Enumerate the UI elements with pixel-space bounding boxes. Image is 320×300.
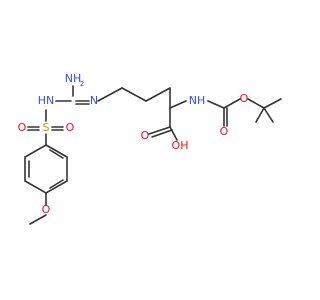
bond-ch2-ch2: [121, 87, 147, 102]
atom-o-s-left: O: [18, 121, 27, 134]
atom-hn: HN: [38, 94, 55, 107]
benzene-ring: [24, 144, 68, 194]
molecule-diagram: NH 2 HN N NH O O O OH S O O O: [18, 72, 282, 225]
bond-n-ch2: [97, 87, 123, 102]
atom-nh2: NH: [65, 72, 82, 85]
bond-o-tbutyl: [247, 98, 265, 109]
bond-carbonyl-o-single: [223, 98, 241, 109]
atom-n-chain: N: [90, 94, 98, 107]
molecule-structure: NH 2 HN N NH O O O OH S O O O: [18, 72, 282, 225]
atom-oh-acid: OH: [172, 139, 189, 152]
bond-ch2-ch2b: [145, 87, 171, 102]
bond-calpha-nh: [169, 100, 187, 109]
bond-tbutyl-me2: [255, 107, 265, 123]
atom-s: S: [43, 121, 50, 134]
atom-o-methoxy: O: [42, 203, 51, 216]
ring-double-1: [49, 149, 64, 159]
atom-o-boc-single: O: [240, 92, 249, 105]
ring-double-2: [49, 179, 64, 189]
atom-o-boc-double: O: [220, 125, 229, 138]
bond-cooh-o-double: [151, 129, 173, 138]
atom-nh-boc: NH: [189, 94, 206, 107]
atom-o-acid-double: O: [141, 129, 150, 142]
bond-cooh-oh: [169, 126, 178, 141]
bond-nh-carbonyl: [207, 100, 225, 109]
bond-tbutyl-me3: [263, 107, 274, 123]
bond-tbutyl-me1: [263, 98, 282, 109]
atom-o-s-right: O: [66, 121, 75, 134]
atom-nh2-subscript: 2: [80, 80, 84, 88]
bond-cooh-o: [148, 126, 171, 135]
bond-omethoxy-ch3: [29, 214, 47, 225]
